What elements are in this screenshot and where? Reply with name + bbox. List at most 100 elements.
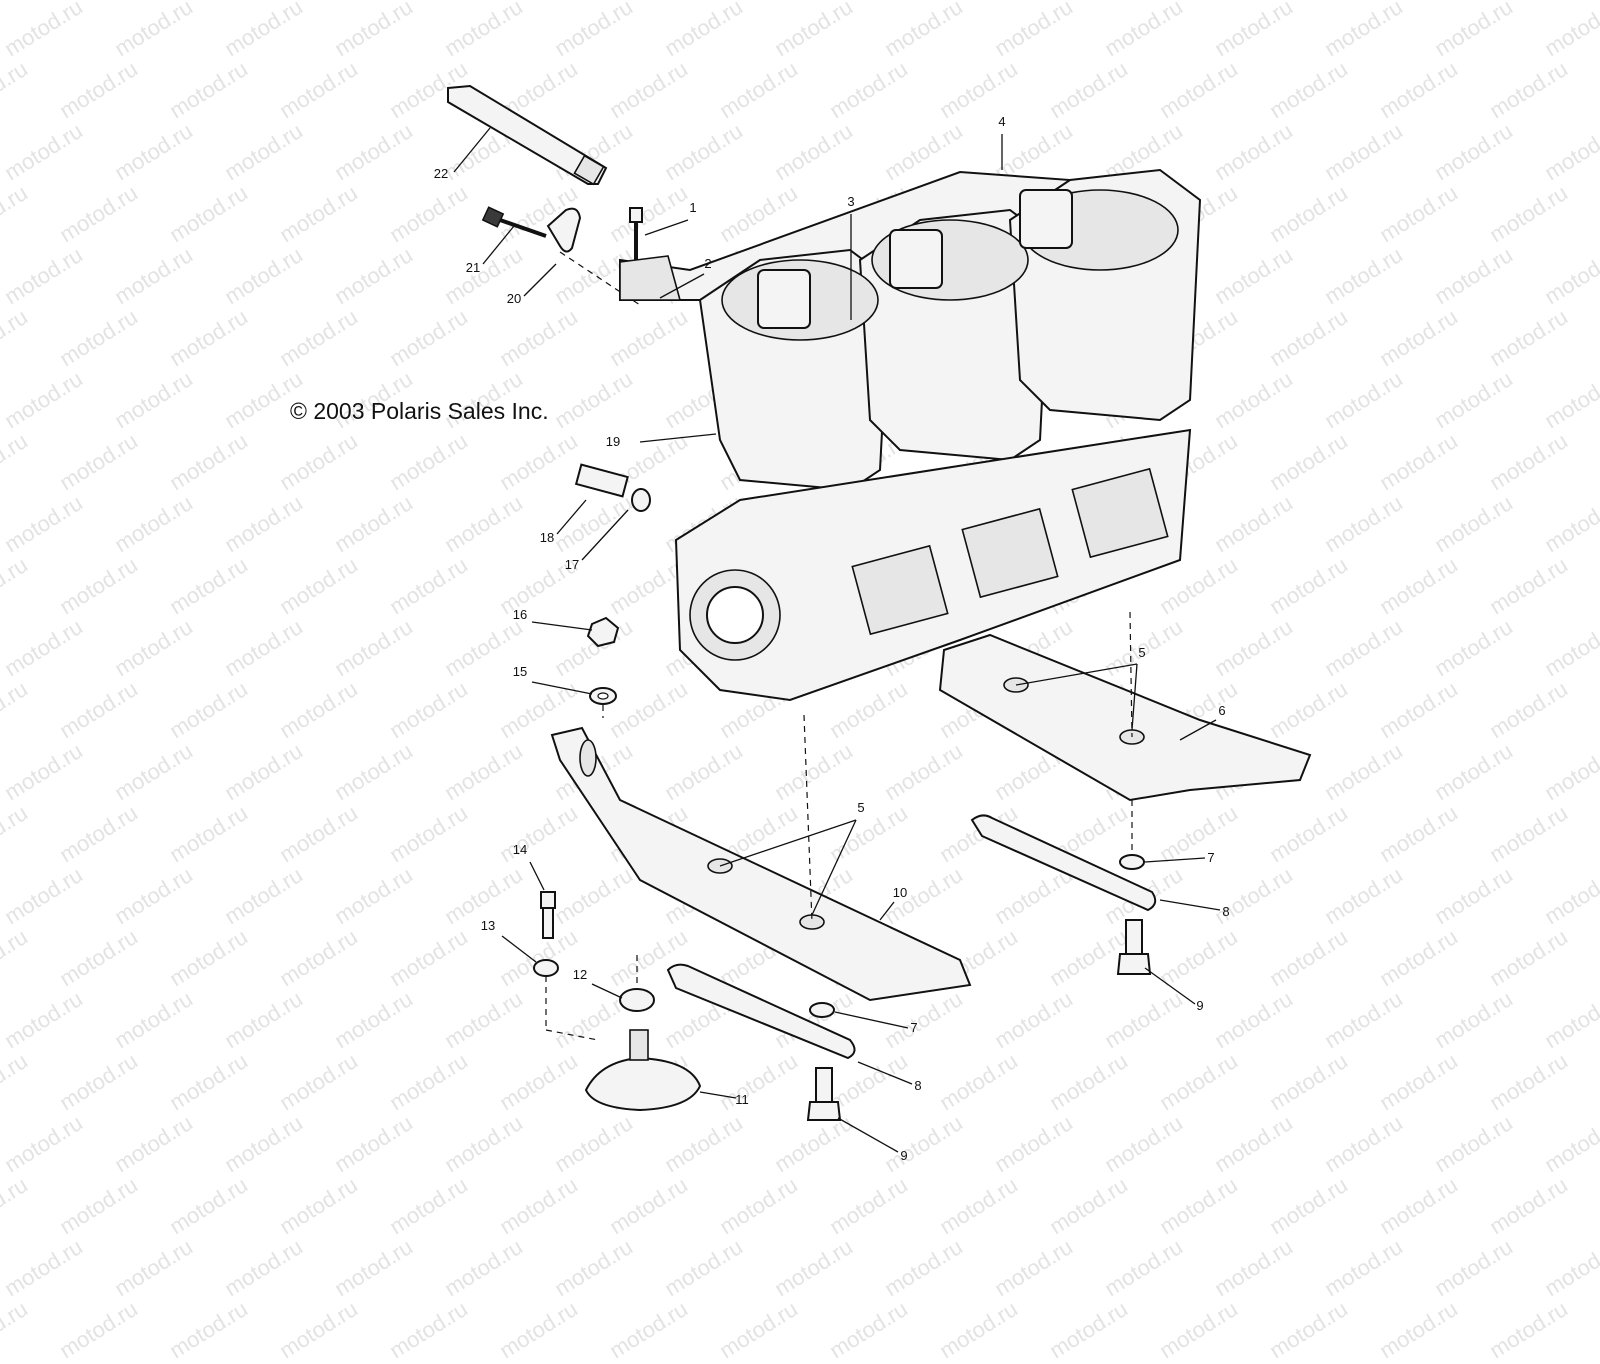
callout-14: 14 xyxy=(513,842,544,890)
callout-label: 18 xyxy=(540,530,554,545)
callout-7: 7 xyxy=(1145,850,1215,865)
copyright-notice: © 2003 Polaris Sales Inc. xyxy=(290,398,549,425)
callout-label: 20 xyxy=(507,291,521,306)
watermark-text: motod.ru xyxy=(1100,1234,1187,1302)
watermark-text: motod.ru xyxy=(715,1296,802,1364)
callout-label: 13 xyxy=(481,918,495,933)
callout-label: 6 xyxy=(1218,703,1225,718)
callout-label: 16 xyxy=(513,607,527,622)
watermark-text: motod.ru xyxy=(1595,1296,1600,1364)
leader-line xyxy=(880,902,894,920)
watermark-text: motod.ru xyxy=(1375,1296,1462,1364)
watermark-text: motod.ru xyxy=(1045,1296,1132,1364)
part-21-screw xyxy=(483,207,546,236)
leader-line xyxy=(524,264,556,296)
watermark-text: motod.ru xyxy=(1320,1234,1407,1302)
callout-1: 1 xyxy=(645,200,697,235)
callout-label: 21 xyxy=(466,260,480,275)
leader-line xyxy=(582,510,628,560)
callout-21: 21 xyxy=(466,226,514,275)
watermark-text: motod.ru xyxy=(660,1234,747,1302)
callout-22: 22 xyxy=(434,128,490,181)
watermark-text: motod.ru xyxy=(165,1296,252,1364)
leader-line xyxy=(858,1062,912,1084)
callout-label: 10 xyxy=(893,885,907,900)
leader-line xyxy=(483,226,514,264)
watermark-text: motod.ru xyxy=(220,1234,307,1302)
watermark-text: motod.ru xyxy=(550,1234,637,1302)
part-12-washer xyxy=(620,989,654,1011)
part-7-washer xyxy=(810,1003,834,1017)
callout-label: 12 xyxy=(573,967,587,982)
watermark-text: motod.ru xyxy=(825,1296,912,1364)
callout-8: 8 xyxy=(1160,900,1230,919)
callout-label: 7 xyxy=(910,1020,917,1035)
leader-line xyxy=(1145,858,1205,862)
leader-line xyxy=(838,1118,898,1152)
watermark-text: motod.ru xyxy=(440,1234,527,1302)
callout-label: 7 xyxy=(1207,850,1214,865)
watermark-text: motod.ru xyxy=(605,1296,692,1364)
callout-13: 13 xyxy=(481,918,536,962)
watermark-text: motod.ru xyxy=(1155,1296,1242,1364)
leader-line xyxy=(1145,968,1195,1004)
watermark-text: motod.ru xyxy=(770,1234,857,1302)
part-6-mount-plate xyxy=(940,635,1310,800)
callout-label: 8 xyxy=(1222,904,1229,919)
callout-18: 18 xyxy=(540,500,586,545)
callout-9: 9 xyxy=(838,1118,908,1163)
callout-8: 8 xyxy=(858,1062,922,1093)
callout-label: 22 xyxy=(434,166,448,181)
leader-line xyxy=(530,862,544,890)
callout-7: 7 xyxy=(835,1012,918,1035)
callout-label: 15 xyxy=(513,664,527,679)
part-13-washer xyxy=(534,960,558,976)
part-9-bolt xyxy=(1118,920,1150,974)
callout-label: 1 xyxy=(689,200,696,215)
watermark-text: motod.ru xyxy=(55,1296,142,1364)
leader-line xyxy=(835,1012,908,1028)
callout-20: 20 xyxy=(507,264,556,306)
watermark-text: motod.ru xyxy=(495,1296,582,1364)
watermark-text: motod.ru xyxy=(935,1296,1022,1364)
leader-line xyxy=(502,936,536,962)
watermark-text: motod.ru xyxy=(1540,1234,1600,1302)
watermark-text: motod.ru xyxy=(1265,1296,1352,1364)
part-22-shaft xyxy=(448,86,606,184)
callout-label: 5 xyxy=(1138,645,1145,660)
callout-label: 8 xyxy=(914,1078,921,1093)
part-17-washer xyxy=(632,489,650,511)
part-14-bolt xyxy=(541,892,555,938)
callout-label: 9 xyxy=(1196,998,1203,1013)
callout-10: 10 xyxy=(880,885,907,920)
callout-label: 4 xyxy=(998,114,1005,129)
part-11-mount xyxy=(586,1030,700,1110)
leader-line xyxy=(557,500,586,534)
callout-label: 14 xyxy=(513,842,527,857)
leader-line xyxy=(645,220,688,235)
watermark-text: motod.ru xyxy=(110,1234,197,1302)
leader-line xyxy=(592,984,622,998)
callout-label: 9 xyxy=(900,1148,907,1163)
watermark-text: motod.ru xyxy=(0,1296,32,1364)
callout-9: 9 xyxy=(1145,968,1204,1013)
watermark-text: motod.ru xyxy=(1210,1234,1297,1302)
leader-line xyxy=(1160,900,1220,910)
watermark-text: motod.ru xyxy=(990,1234,1077,1302)
callout-label: 5 xyxy=(857,800,864,815)
part-16-nut xyxy=(588,618,618,646)
assembly-line xyxy=(546,1030,598,1040)
watermark-text: motod.ru xyxy=(1430,1234,1517,1302)
part-7-washer xyxy=(1120,855,1144,869)
leader-line xyxy=(640,434,716,442)
part-9-bolt xyxy=(808,1068,840,1120)
leader-line xyxy=(720,820,856,866)
watermark-text: motod.ru xyxy=(880,1234,967,1302)
callout-17: 17 xyxy=(565,510,628,572)
leader-line xyxy=(532,622,592,630)
watermark-text: motod.ru xyxy=(275,1296,362,1364)
watermark-text: motod.ru xyxy=(330,1234,417,1302)
callout-16: 16 xyxy=(513,607,592,630)
callout-label: 19 xyxy=(606,434,620,449)
